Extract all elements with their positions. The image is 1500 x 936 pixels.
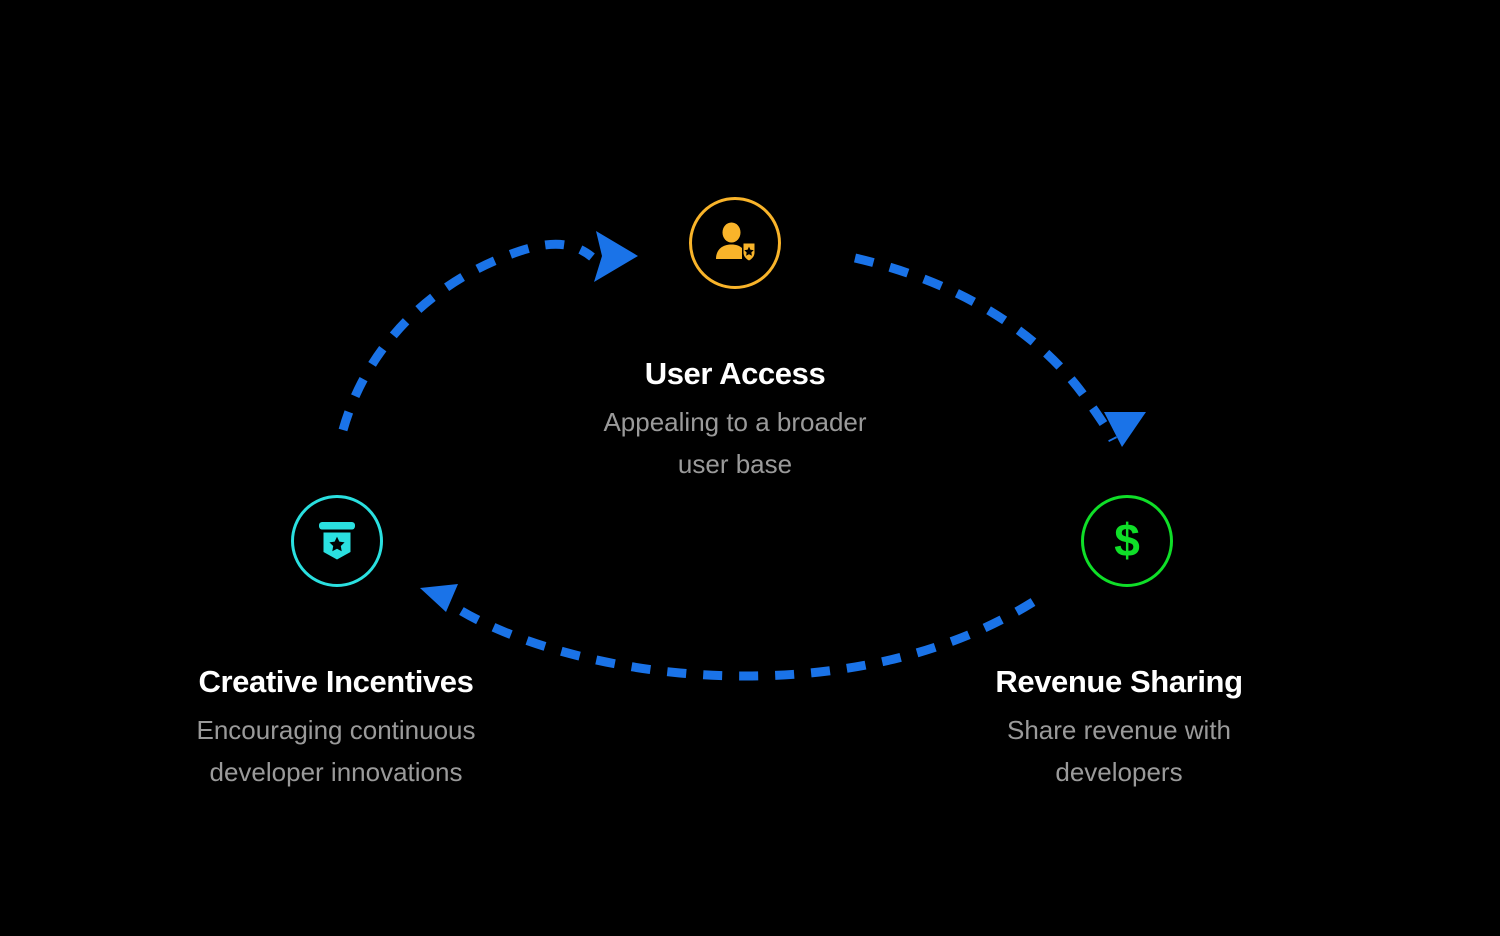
node-creative-incentives-text: Creative Incentives Encouraging continuo… xyxy=(197,664,476,793)
node-user-access-title: User Access xyxy=(644,356,826,391)
node-user-access-description: Appealing to a broader user base xyxy=(603,406,867,479)
node-creative-incentives-title: Creative Incentives xyxy=(198,664,474,699)
award-badge-icon xyxy=(319,522,355,560)
connector-user-to-revenue-path xyxy=(853,253,1118,443)
svg-text:$: $ xyxy=(1114,518,1140,564)
node-user-access-circle[interactable] xyxy=(689,197,781,289)
dollar-sign-icon: $ xyxy=(1114,518,1140,564)
node-revenue-sharing-title: Revenue Sharing xyxy=(995,664,1243,699)
node-revenue-sharing-description: Share revenue with developers xyxy=(1006,714,1232,787)
node-revenue-sharing-circle[interactable]: $ xyxy=(1081,495,1173,587)
connector-creative-to-user xyxy=(338,231,638,432)
arrowhead-icon xyxy=(594,231,638,282)
node-revenue-sharing-text: Revenue Sharing Share revenue with devel… xyxy=(995,664,1243,793)
connector-revenue-to-creative-path xyxy=(449,598,1036,681)
arrowhead-icon xyxy=(420,584,458,612)
connector-revenue-to-creative xyxy=(420,584,1036,681)
node-creative-incentives-description: Encouraging continuous developer innovat… xyxy=(196,714,476,787)
user-shield-icon xyxy=(716,222,755,261)
arrowhead-icon xyxy=(1104,412,1146,447)
connector-creative-to-user-path xyxy=(338,239,595,432)
node-user-access-text: User Access Appealing to a broader user … xyxy=(603,356,866,485)
connector-user-to-revenue xyxy=(853,253,1146,447)
node-creative-incentives-circle[interactable] xyxy=(291,495,383,587)
